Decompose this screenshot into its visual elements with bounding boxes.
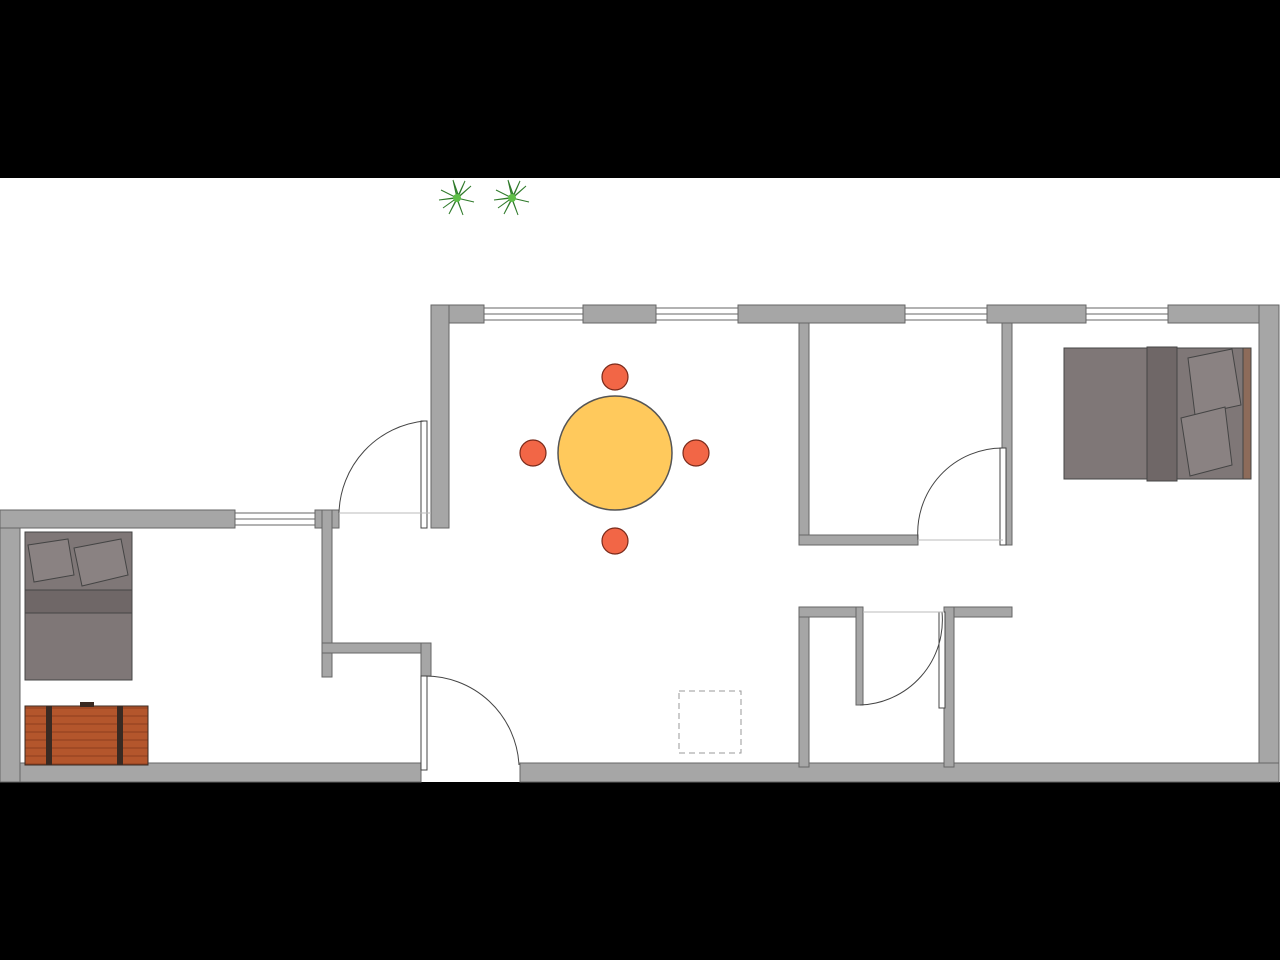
wall-segment — [430, 304, 450, 529]
door-swing-icon — [338, 420, 431, 529]
wall-segment — [0, 762, 422, 783]
wall-segment — [582, 304, 657, 324]
bottom-frame-bar — [0, 782, 1280, 960]
window-icon — [904, 307, 988, 321]
wall-segment — [1258, 304, 1280, 783]
wall-segment — [0, 509, 21, 783]
window-icon — [234, 512, 316, 526]
door-swing-icon — [859, 611, 946, 709]
plant-icon — [493, 179, 530, 216]
wall-segment — [798, 534, 919, 546]
chair-icon — [682, 439, 710, 467]
double-bed-icon — [24, 531, 133, 681]
wall-segment — [420, 642, 432, 677]
wall-segment — [986, 304, 1087, 324]
wall-segment — [798, 606, 810, 768]
top-frame-bar — [0, 0, 1280, 178]
chest-icon — [24, 702, 149, 766]
doors — [338, 420, 1007, 771]
wall-segment — [1001, 322, 1013, 546]
wall-segment — [321, 509, 333, 678]
dashed-floor-marker — [678, 690, 742, 754]
door-swing-icon — [420, 675, 520, 771]
chairs — [519, 363, 710, 555]
wall-segment — [737, 304, 906, 324]
wall-segment — [855, 606, 864, 706]
wall-segment — [798, 322, 810, 546]
wall-segment — [0, 509, 236, 529]
chair-icon — [601, 363, 629, 391]
walls — [0, 304, 1280, 783]
wall-segment — [519, 762, 1280, 783]
wall-segment — [321, 642, 432, 654]
windows — [234, 307, 1169, 526]
door-swing-icon — [917, 447, 1007, 546]
window-icon — [1085, 307, 1169, 321]
round-table-icon — [557, 395, 673, 511]
window-icon — [483, 307, 584, 321]
wall-segment — [798, 606, 857, 618]
double-bed-icon — [1063, 346, 1252, 482]
window-icon — [655, 307, 739, 321]
chair-icon — [601, 527, 629, 555]
chair-icon — [519, 439, 547, 467]
plant-icon — [438, 179, 475, 216]
